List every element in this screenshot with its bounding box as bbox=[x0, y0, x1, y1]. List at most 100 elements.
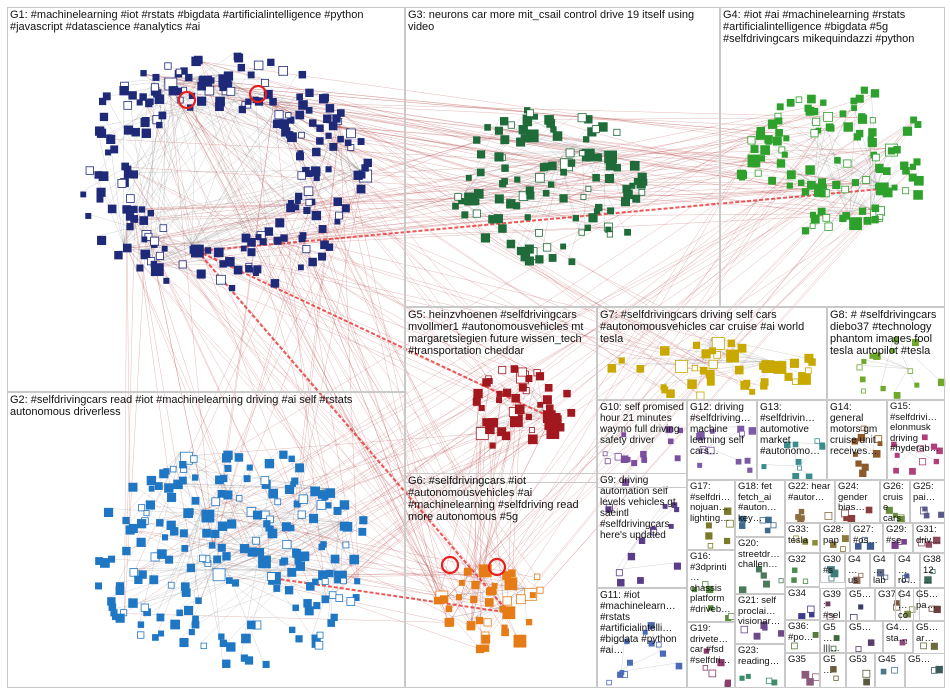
node-g7 bbox=[675, 359, 688, 373]
group-label-g7: G7: #selfdrivingcars driving self cars #… bbox=[600, 309, 805, 345]
node-g46 bbox=[920, 642, 927, 650]
node-g1 bbox=[140, 70, 147, 77]
node-g14 bbox=[855, 460, 862, 467]
node-g1 bbox=[336, 109, 345, 117]
edge-between-g1-g5 bbox=[195, 248, 494, 423]
node-g28 bbox=[841, 535, 849, 543]
node-g2 bbox=[282, 539, 292, 550]
group-box-g29: G29: #se… bbox=[883, 523, 913, 553]
node-g2 bbox=[267, 572, 276, 581]
node-g2 bbox=[252, 536, 261, 545]
node-g41 bbox=[853, 576, 861, 584]
node-g4 bbox=[822, 214, 831, 222]
edge-between-g4-g2 bbox=[298, 117, 863, 563]
edge-between-g2-g5 bbox=[216, 431, 552, 573]
node-g1 bbox=[123, 101, 133, 110]
edge-between-g2-g5 bbox=[344, 418, 515, 583]
node-g1 bbox=[145, 99, 153, 108]
edge-within-g1 bbox=[97, 129, 124, 245]
node-g8 bbox=[869, 353, 875, 359]
node-g13 bbox=[819, 442, 825, 448]
node-g3 bbox=[613, 128, 621, 136]
node-g2 bbox=[313, 602, 321, 610]
node-g2 bbox=[359, 516, 368, 525]
node-g2 bbox=[161, 534, 169, 541]
edge-within-g1 bbox=[100, 113, 192, 246]
node-g3 bbox=[498, 224, 507, 233]
node-g8 bbox=[914, 382, 920, 388]
edge-between-g1-g5 bbox=[144, 74, 531, 419]
node-g2 bbox=[219, 639, 228, 648]
node-g1 bbox=[204, 85, 215, 96]
node-g8 bbox=[893, 392, 901, 399]
node-g17 bbox=[705, 522, 712, 529]
node-g5 bbox=[498, 366, 507, 375]
edge-within-g2 bbox=[128, 452, 181, 525]
node-g1 bbox=[329, 142, 338, 151]
edge-between-g1-g6 bbox=[191, 108, 475, 601]
node-g18 bbox=[739, 515, 747, 523]
group-box-g49: G5… bbox=[846, 588, 875, 621]
node-g6 bbox=[470, 595, 478, 603]
edge-between-g4-g6 bbox=[449, 210, 881, 611]
edge-between-g1-g6 bbox=[172, 90, 506, 633]
node-g1 bbox=[178, 260, 187, 269]
node-g1 bbox=[363, 158, 372, 168]
edge-within-g2 bbox=[212, 568, 293, 606]
node-g1 bbox=[130, 205, 138, 213]
edge-within-g6 bbox=[445, 588, 525, 607]
node-g12 bbox=[699, 446, 707, 453]
node-g8 bbox=[893, 337, 899, 343]
node-g1 bbox=[126, 194, 135, 203]
node-g4 bbox=[823, 111, 834, 122]
edge-between-g1-g5 bbox=[125, 166, 548, 400]
group-label-g31: G31: driv… bbox=[916, 525, 941, 546]
edge-within-g1 bbox=[123, 127, 282, 245]
group-label-g9: G9: driving automation self levels vehic… bbox=[600, 475, 676, 541]
node-g1 bbox=[219, 84, 227, 92]
node-g4 bbox=[851, 105, 857, 111]
node-g3 bbox=[559, 194, 568, 203]
edge-between-g4-g3 bbox=[625, 103, 825, 202]
node-g11 bbox=[675, 662, 683, 670]
node-g1 bbox=[310, 166, 321, 176]
edge-between-g1-g3 bbox=[291, 136, 626, 202]
group-box-g46: G5… ar… bbox=[913, 621, 945, 654]
edge-within-g3 bbox=[464, 192, 606, 228]
edge-between-g1-g4 bbox=[329, 136, 742, 175]
node-g2 bbox=[158, 630, 165, 637]
node-g16 bbox=[702, 581, 709, 588]
edge-between-g1-g4 bbox=[200, 61, 875, 157]
node-g2 bbox=[199, 554, 207, 562]
node-g5 bbox=[552, 415, 562, 425]
edge-between-g4-g6 bbox=[474, 208, 877, 601]
node-g3 bbox=[548, 181, 555, 188]
node-g27 bbox=[866, 542, 875, 550]
node-g4 bbox=[832, 180, 841, 190]
node-g36 bbox=[791, 642, 798, 650]
node-g21 bbox=[762, 625, 768, 631]
node-g32 bbox=[802, 578, 809, 584]
edge-between-g2-g6 bbox=[213, 546, 541, 592]
node-g4 bbox=[902, 167, 910, 175]
edge-between-g1-g2 bbox=[127, 247, 253, 552]
node-g2 bbox=[335, 594, 344, 602]
node-g4 bbox=[871, 204, 880, 213]
node-g3 bbox=[514, 176, 521, 183]
edge-within-g1 bbox=[164, 77, 304, 208]
node-g7 bbox=[607, 364, 617, 373]
node-g12 bbox=[744, 457, 751, 464]
node-g2 bbox=[310, 486, 320, 497]
node-g6 bbox=[483, 618, 492, 627]
node-g5 bbox=[518, 383, 527, 392]
node-g3 bbox=[604, 173, 615, 184]
node-g21 bbox=[753, 632, 761, 640]
node-g4 bbox=[855, 94, 864, 103]
node-g1 bbox=[154, 94, 165, 104]
node-g3 bbox=[592, 173, 600, 182]
node-g1 bbox=[272, 119, 282, 129]
edge-within-g4 bbox=[814, 123, 827, 185]
node-g2 bbox=[326, 569, 334, 578]
node-g2 bbox=[122, 516, 130, 525]
node-g5 bbox=[528, 427, 535, 434]
